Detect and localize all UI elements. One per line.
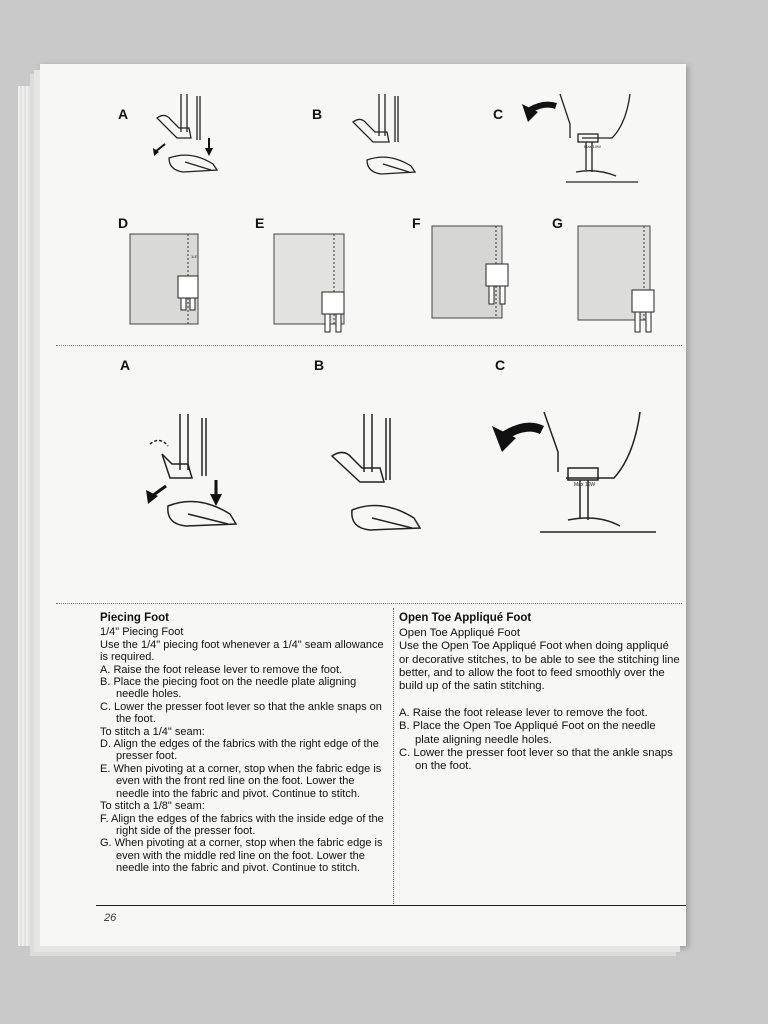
figure-remove-applique-foot [146, 414, 238, 527]
figure-lower-lever-small: Max 10W [522, 93, 638, 183]
fig-label-f: F [412, 215, 421, 231]
section-divider-text [56, 603, 682, 604]
applique-subtitle: Open Toe Appliqué Foot [399, 627, 521, 640]
figure-place-foot-small [352, 94, 417, 175]
footer-rule [96, 905, 686, 906]
piecing-line-1: 1/4" Piecing Foot [100, 626, 184, 639]
max-label-small: Max 10W [584, 144, 601, 149]
piecing-step-e: E. When pivoting at a corner, stop when … [100, 762, 382, 800]
applique-intro: Use the Open Toe Appliqué Foot when doin… [399, 640, 680, 693]
fig-label-b2: B [314, 357, 325, 373]
piecing-step-g: G. When pivoting at a corner, stop when … [100, 837, 383, 875]
manual-page [40, 64, 686, 946]
figure-pivot-eighth-seam [577, 225, 655, 333]
piecing-line-2: Use the 1/4" piecing foot whenever a 1/4… [100, 638, 384, 664]
section-divider-top [56, 345, 682, 346]
piecing-step-c: C. Lower the presser foot lever so that … [100, 700, 382, 726]
piecing-step-d: D. Align the edges of the fabrics with t… [100, 738, 379, 763]
quarter-mark: 1/4" [191, 254, 199, 259]
applique-foot-section: Open Toe Appliqué Foot Open Toe Appliqué… [399, 612, 681, 773]
fig-label-c2: C [495, 357, 506, 373]
piecing-eighth-heading: To stitch a 1/8" seam: [100, 800, 205, 813]
fig-label-a2: A [120, 357, 131, 373]
applique-step-a: A. Raise the foot release lever to remov… [399, 707, 648, 720]
piecing-quarter-heading: To stitch a 1/4" seam: [100, 725, 205, 738]
max-label-large: Max 10W [574, 482, 595, 488]
piecing-step-a: A. Raise the foot release lever to remov… [100, 663, 343, 676]
fig-label-b1: B [312, 106, 323, 122]
figure-align-eighth-seam [431, 225, 509, 319]
applique-foot-title: Open Toe Appliqué Foot [399, 612, 532, 624]
page-number: 26 [104, 912, 117, 924]
piecing-foot-section: Piecing Foot 1/4" Piecing Foot Use the 1… [100, 612, 388, 875]
piecing-foot-title: Piecing Foot [100, 612, 169, 624]
figure-align-quarter-seam: 1/4" [129, 233, 199, 325]
fig-label-e: E [255, 215, 265, 231]
figure-pivot-quarter-seam [273, 233, 345, 333]
fig-label-d: D [118, 215, 129, 231]
fig-label-g: G [552, 215, 563, 231]
figure-lower-lever-applique: Max 10W [492, 411, 656, 533]
applique-step-c: C. Lower the presser foot lever so that … [399, 746, 673, 773]
applique-step-b: B. Place the Open Toe Appliqué Foot on t… [399, 720, 656, 746]
piecing-step-b: B. Place the piecing foot on the needle … [100, 676, 357, 701]
applique-spacer [399, 693, 681, 707]
figure-place-applique-foot [330, 414, 422, 531]
fig-label-a1: A [118, 106, 129, 122]
fig-label-c1: C [493, 106, 504, 122]
piecing-step-f: F. Align the edges of the fabrics with t… [100, 812, 384, 837]
column-divider [393, 608, 394, 904]
figure-remove-foot-small [153, 94, 219, 173]
